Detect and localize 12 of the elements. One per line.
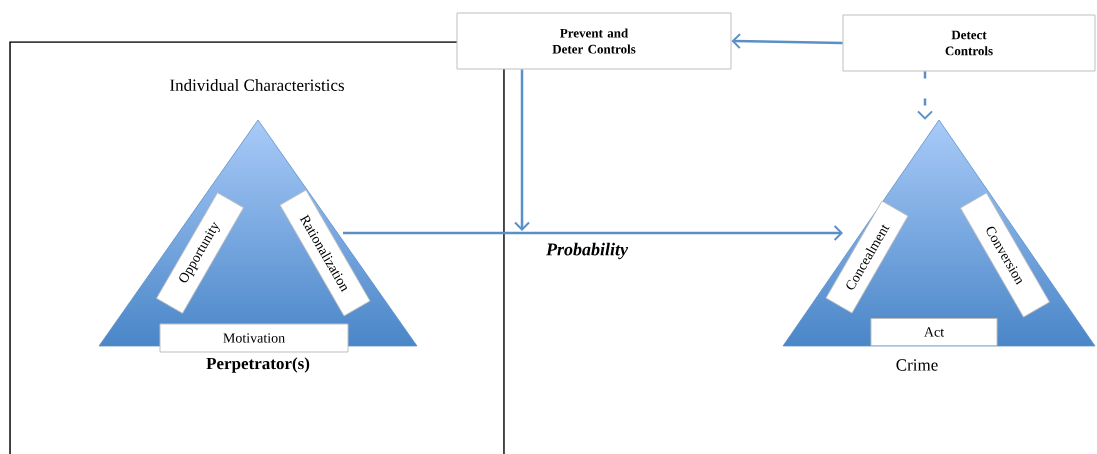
probability-label: Probability xyxy=(546,242,629,260)
arrow xyxy=(514,69,530,231)
triangle-caption: Crime xyxy=(896,359,938,371)
heading: Individual Characteristics xyxy=(170,79,344,91)
triangle-caption: Perpetrator(s) xyxy=(206,357,310,373)
control-box: Prevent and Deter Controls xyxy=(456,12,732,70)
arrow xyxy=(731,33,843,50)
control-box: Detect Controls xyxy=(842,14,1096,72)
arrow xyxy=(917,71,933,120)
label-box: Motivation xyxy=(159,323,349,353)
arrow xyxy=(343,225,843,241)
label-box: Act xyxy=(870,318,998,346)
